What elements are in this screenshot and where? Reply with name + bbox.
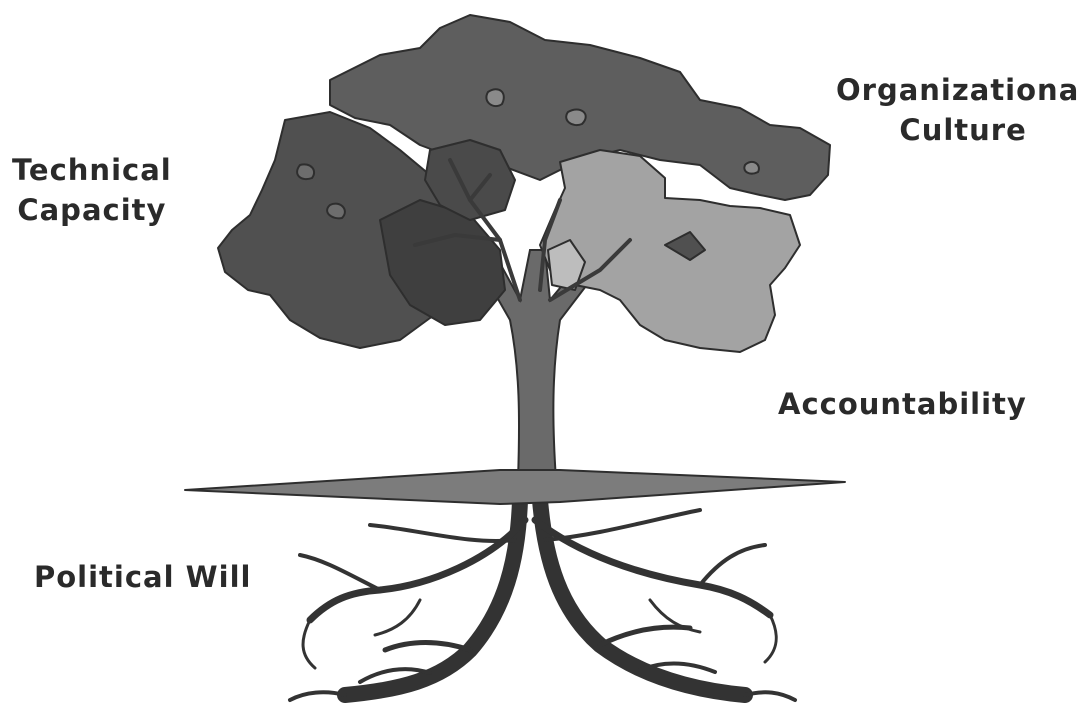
- label-technical-capacity-line1: Technical: [12, 150, 172, 190]
- label-organizational-culture-line2: Culture: [836, 110, 1081, 150]
- ground-plane: [185, 470, 845, 504]
- label-accountability: Accountability: [778, 384, 1027, 424]
- label-political-will: Political Will: [34, 557, 251, 597]
- roots-political-will: [290, 500, 795, 700]
- label-organizational-culture-line1: Organizational: [836, 70, 1081, 110]
- label-organizational-culture: Organizational Culture: [836, 70, 1081, 150]
- label-technical-capacity: Technical Capacity: [12, 150, 172, 230]
- label-technical-capacity-line2: Capacity: [12, 190, 172, 230]
